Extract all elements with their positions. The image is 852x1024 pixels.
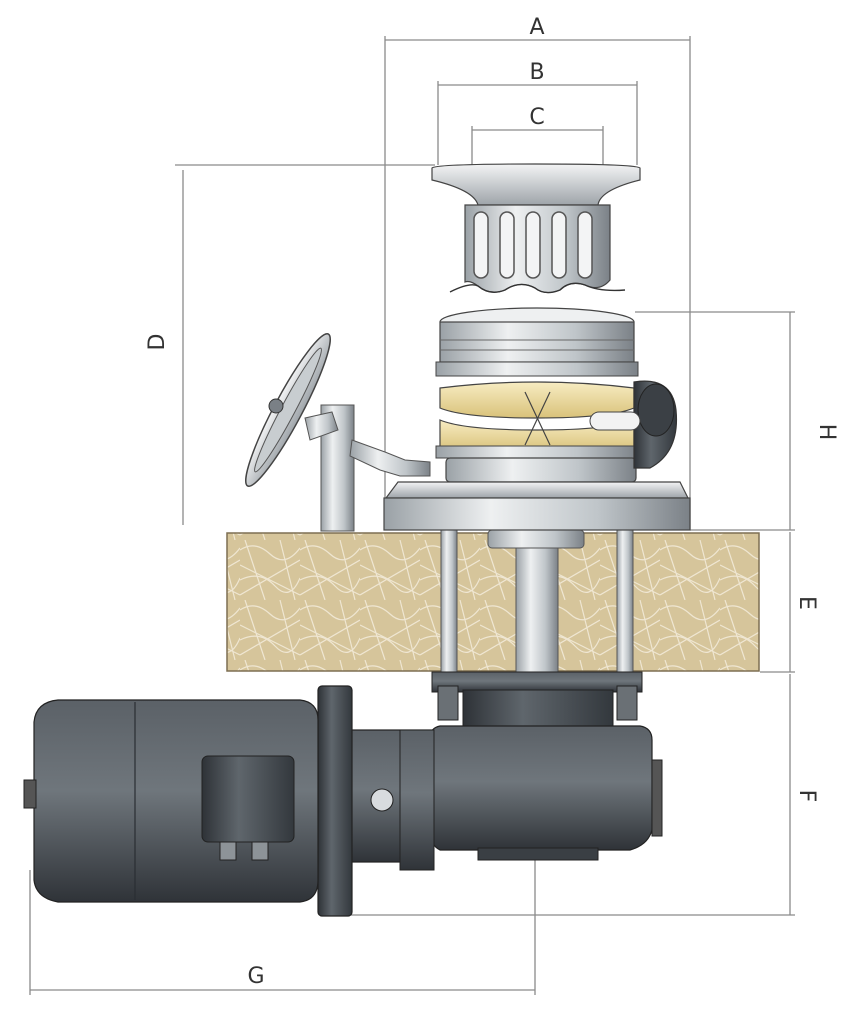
dim-label-h: H — [814, 424, 839, 441]
chain-gypsy — [435, 307, 678, 483]
dim-label-c: C — [529, 105, 544, 130]
dim-label-f: F — [794, 790, 819, 803]
gearbox — [429, 671, 663, 861]
deck-plate — [226, 532, 760, 672]
dim-label-g: G — [247, 964, 264, 989]
dim-label-e: E — [794, 596, 819, 610]
dimension-lines — [29, 36, 795, 995]
dim-label-d: D — [145, 334, 170, 351]
through-deck-shaft — [440, 529, 634, 681]
motor-flange — [317, 685, 353, 917]
dim-label-b: B — [529, 60, 544, 85]
electric-motor — [23, 699, 319, 903]
base-plate — [383, 481, 691, 531]
coupling-housing — [349, 729, 435, 871]
hand-wheel-assembly — [245, 333, 431, 532]
capstan-drum — [431, 163, 641, 294]
dimension-labels: A B C D H E F G — [145, 15, 839, 989]
dim-label-a: A — [529, 15, 544, 40]
